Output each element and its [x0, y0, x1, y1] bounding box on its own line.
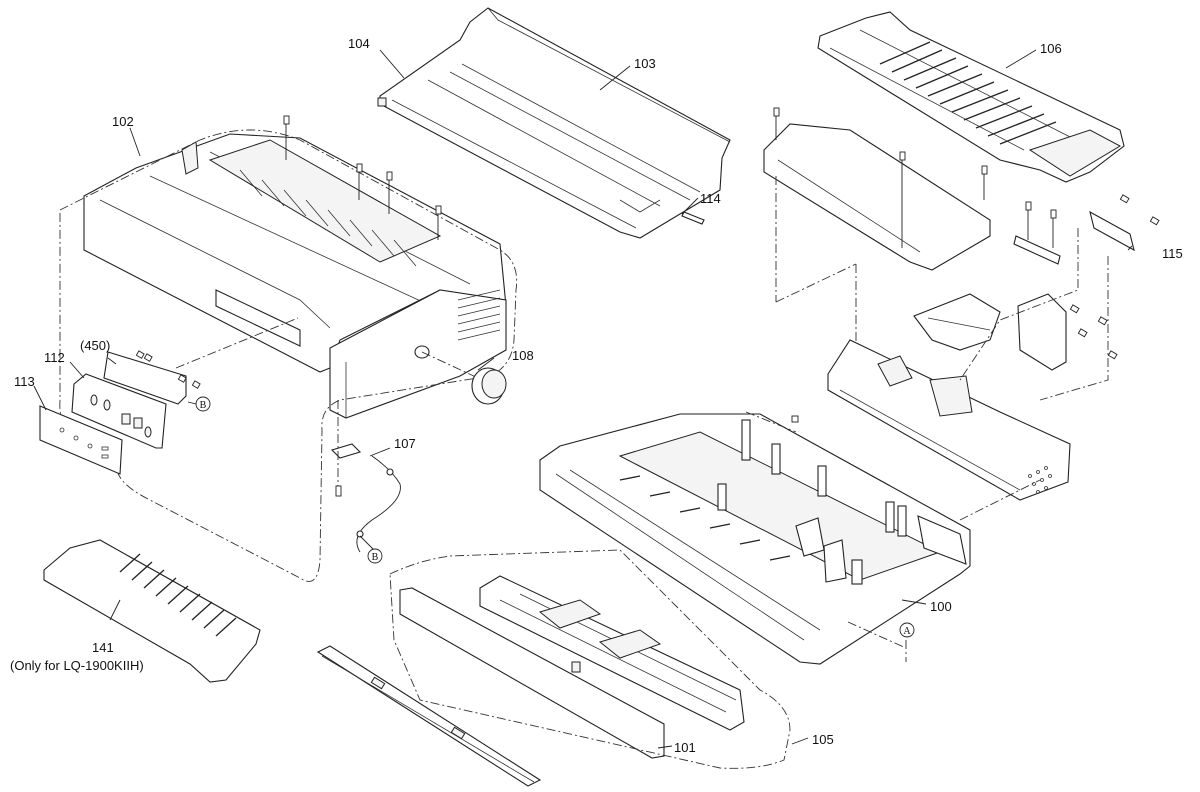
- frame-bracket: [913, 293, 1001, 351]
- part-100-lower-housing: [539, 413, 971, 665]
- svg-text:B: B: [372, 552, 379, 563]
- reference-marker-a: A: [899, 622, 915, 638]
- part-113-panel-sheet: [39, 405, 123, 475]
- callout-141: 141: [92, 640, 114, 655]
- part-107-sensor: [330, 400, 401, 553]
- leader-lines: [33, 49, 1133, 749]
- part-112-control-panel: [71, 373, 167, 449]
- callout-labels: 102 104 103 106 114 115 108 107 (450) 11…: [10, 36, 1183, 755]
- callout-108: 108: [512, 348, 534, 363]
- grille-holes: [1028, 466, 1052, 494]
- callout-141-note: (Only for LQ-1900KIIH): [10, 658, 144, 673]
- part-102-upper-housing: [83, 133, 507, 419]
- part-450-panel-board: [103, 350, 201, 405]
- part-101-front-bar: [316, 645, 542, 787]
- screws-102: [283, 115, 442, 240]
- shield-dash-mid: [775, 263, 857, 303]
- psu-dash-line: [959, 479, 1041, 521]
- callout-103: 103: [634, 56, 656, 71]
- shield-plate: [763, 107, 991, 271]
- lower-housing-rollers: [619, 475, 791, 561]
- panel-dash-line: [175, 317, 299, 369]
- callout-115: 115: [1162, 246, 1183, 261]
- part-141-paper-guide: [43, 539, 261, 683]
- part-108-knob: [421, 351, 507, 405]
- callout-106: 106: [1040, 41, 1062, 56]
- callout-101: 101: [674, 740, 696, 755]
- svg-text:A: A: [903, 626, 911, 637]
- reference-marker-b-panel: B: [187, 396, 211, 412]
- assembly-105-outline: [389, 549, 791, 769]
- callout-107: 107: [394, 436, 416, 451]
- paper-guide-141-slats: [119, 553, 237, 637]
- callout-113: 113: [14, 374, 35, 389]
- panel-buttons: [90, 394, 152, 438]
- part-105-tractor-assembly: [399, 575, 745, 759]
- vent-grille: [457, 289, 501, 341]
- lower-housing-posts: [717, 419, 907, 585]
- callout-450: (450): [80, 338, 110, 353]
- lower-housing-nut: [791, 415, 799, 423]
- callout-100: 100: [930, 599, 952, 614]
- paper-guide-slats: [879, 41, 1057, 145]
- part-114-label: [681, 211, 705, 225]
- small-bracket: [1013, 201, 1061, 265]
- part-106-paper-guide: [817, 11, 1125, 183]
- power-supply-board: [827, 339, 1071, 501]
- svg-text:B: B: [200, 400, 207, 411]
- right-assembly-outline: [959, 228, 1109, 401]
- callout-104: 104: [348, 36, 370, 51]
- reference-marker-b-cable: B: [359, 535, 383, 564]
- callout-114: 114: [700, 191, 721, 206]
- part-103-top-cover: [377, 7, 731, 239]
- connector-bracket: [1017, 293, 1118, 371]
- callout-105: 105: [812, 732, 834, 747]
- part-115-plate: [1089, 194, 1160, 252]
- lower-housing-dash-a: [847, 621, 907, 649]
- callout-102: 102: [112, 114, 134, 129]
- lower-housing-dash-post: [745, 411, 797, 433]
- screws-450: [135, 350, 201, 389]
- housing-ribs: [239, 169, 417, 267]
- callout-112: 112: [44, 350, 65, 365]
